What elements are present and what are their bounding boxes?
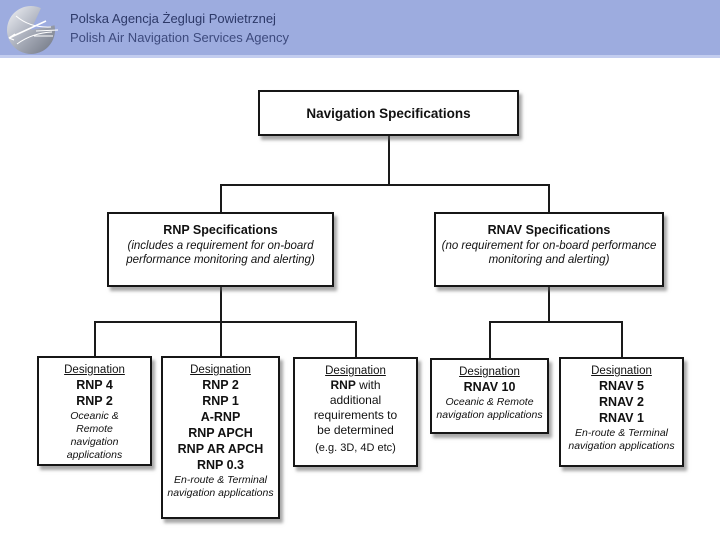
agency-name-en: Polish Air Navigation Services Agency [70, 30, 289, 45]
designation-item: RNAV 5 [599, 379, 644, 393]
example-note: (e.g. 3D, 4D etc) [315, 442, 396, 454]
connector-rnp-drop [220, 186, 222, 212]
connector-rnav-bottom [548, 286, 550, 321]
designation-item: RNAV 2 [599, 395, 644, 409]
designation-item: RNAV 10 [463, 380, 516, 394]
node-rnav-enroute-designations: Designation RNAV 5 RNAV 2 RNAV 1 En-rout… [559, 357, 684, 467]
designation-heading: Designation [64, 364, 125, 376]
connector-box-b-drop [220, 323, 222, 356]
designation-heading: Designation [190, 364, 251, 376]
node-subtitle: (includes a requirement for on-board per… [126, 240, 315, 266]
connector-rnp-bottom [220, 287, 222, 321]
connector-box-d-drop [489, 323, 491, 358]
application-note: Oceanic & Remote navigation applications [436, 396, 543, 421]
node-title: RNP Specifications [163, 223, 278, 237]
designation-lead: RNP [330, 378, 356, 392]
designation-item: RNP 2 [202, 378, 239, 392]
agency-title: Polska Agencja Żeglugi Powietrznej Polis… [70, 9, 289, 47]
pansa-globe-logo [6, 3, 59, 60]
node-rnp-specifications: RNP Specifications (includes a requireme… [107, 212, 334, 287]
designation-item: RNAV 1 [599, 411, 644, 425]
node-rnp-enroute-designations: Designation RNP 2 RNP 1 A-RNP RNP APCH R… [161, 356, 280, 519]
node-title: Navigation Specifications [306, 105, 471, 121]
connector-rnav-horizontal [489, 321, 623, 323]
header-bar: Polska Agencja Żeglugi Powietrznej Polis… [0, 0, 720, 58]
designation-body: RNP with additional requirements to be d… [312, 378, 400, 438]
connector-rnp-horizontal [94, 321, 357, 323]
node-subtitle: (no requirement for on-board performance… [441, 240, 657, 266]
connector-box-c-drop [355, 323, 357, 357]
node-title: RNAV Specifications [487, 223, 611, 237]
designation-rest: with additional requirements to be deter… [313, 378, 398, 437]
designation-heading: Designation [459, 366, 520, 378]
designation-item: RNP APCH [188, 426, 253, 440]
connector-rnav-drop [548, 186, 550, 212]
designation-item: RNP AR APCH [177, 442, 264, 456]
designation-item: RNP 0.3 [196, 458, 244, 472]
application-note: Oceanic & Remote navigation applications [66, 410, 123, 461]
connector-box-e-drop [621, 323, 623, 357]
designation-item: RNP 2 [76, 394, 113, 408]
designation-item: RNP 4 [76, 378, 113, 392]
designation-item: RNP 1 [202, 394, 239, 408]
designation-heading: Designation [325, 365, 386, 377]
application-note: En-route & Terminal navigation applicati… [167, 474, 274, 499]
connector-level1-horizontal [220, 184, 550, 186]
designation-item: A-RNP [200, 410, 241, 424]
node-navigation-specifications: Navigation Specifications [258, 90, 519, 136]
connector-root-vertical [388, 136, 390, 184]
node-rnp-additional-requirements: Designation RNP with additional requirem… [293, 357, 418, 467]
connector-box-a-drop [94, 323, 96, 356]
agency-name-pl: Polska Agencja Żeglugi Powietrznej [70, 11, 276, 26]
node-rnav-oceanic-designations: Designation RNAV 10 Oceanic & Remote nav… [430, 358, 549, 434]
application-note: En-route & Terminal navigation applicati… [568, 427, 675, 452]
node-rnav-specifications: RNAV Specifications (no requirement for … [434, 212, 664, 287]
designation-heading: Designation [591, 365, 652, 377]
node-rnp-oceanic-designations: Designation RNP 4 RNP 2 Oceanic & Remote… [37, 356, 152, 466]
